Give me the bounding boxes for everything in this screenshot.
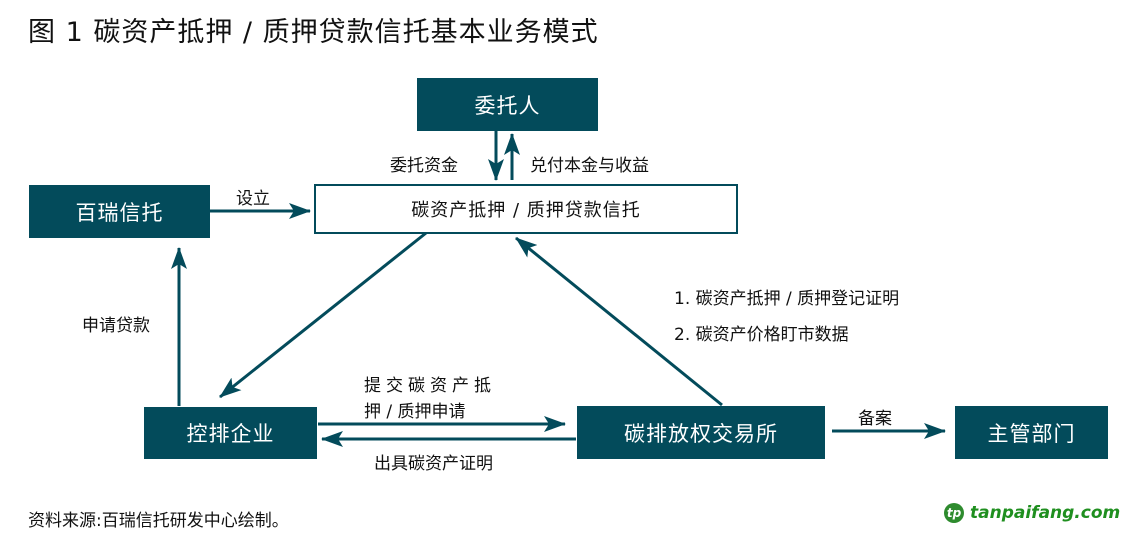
tanpaifang-logo-icon: tp: [944, 503, 964, 523]
node-exchange-label: 碳排放权交易所: [624, 421, 778, 446]
label-apply-loan: 申请贷款: [82, 316, 150, 336]
node-trustor-label: 委托人: [474, 93, 541, 118]
node-enterprise-label: 控排企业: [186, 422, 275, 446]
node-regulator-label: 主管部门: [987, 421, 1076, 446]
label-trust-funds: 委托资金: [390, 156, 458, 176]
node-bairui-label: 百瑞信托: [75, 200, 164, 225]
label-establish: 设立: [236, 189, 270, 209]
label-submit-line1: 提交碳资产抵: [364, 376, 496, 396]
label-certificate: 出具碳资产证明: [374, 454, 493, 474]
node-enterprise: 控排企业: [144, 407, 317, 459]
label-exchange-info-1: 1. 碳资产抵押 / 质押登记证明: [674, 289, 900, 309]
node-trustor: 委托人: [417, 78, 598, 131]
figure-title: 图 1 碳资产抵押 / 质押贷款信托基本业务模式: [28, 17, 599, 48]
node-trust-label: 碳资产抵押 / 质押贷款信托: [411, 200, 641, 221]
source-note: 资料来源:百瑞信托研发中心绘制。: [28, 511, 289, 531]
arrow-trust-to-enterprise: [219, 231, 427, 399]
label-repay: 兑付本金与收益: [530, 156, 649, 176]
watermark: tp tanpaifang.com: [944, 503, 1120, 523]
node-exchange: 碳排放权交易所: [577, 406, 825, 459]
node-bairui: 百瑞信托: [29, 185, 210, 238]
label-filing: 备案: [858, 409, 892, 429]
node-regulator: 主管部门: [955, 406, 1108, 459]
label-submit-line2: 押 / 质押申请: [364, 402, 466, 422]
label-exchange-info-2: 2. 碳资产价格盯市数据: [674, 325, 849, 345]
watermark-text: tanpaifang.com: [970, 503, 1121, 523]
node-trust: 碳资产抵押 / 质押贷款信托: [314, 184, 738, 234]
arrow-exchange-to-trust: [515, 236, 723, 407]
